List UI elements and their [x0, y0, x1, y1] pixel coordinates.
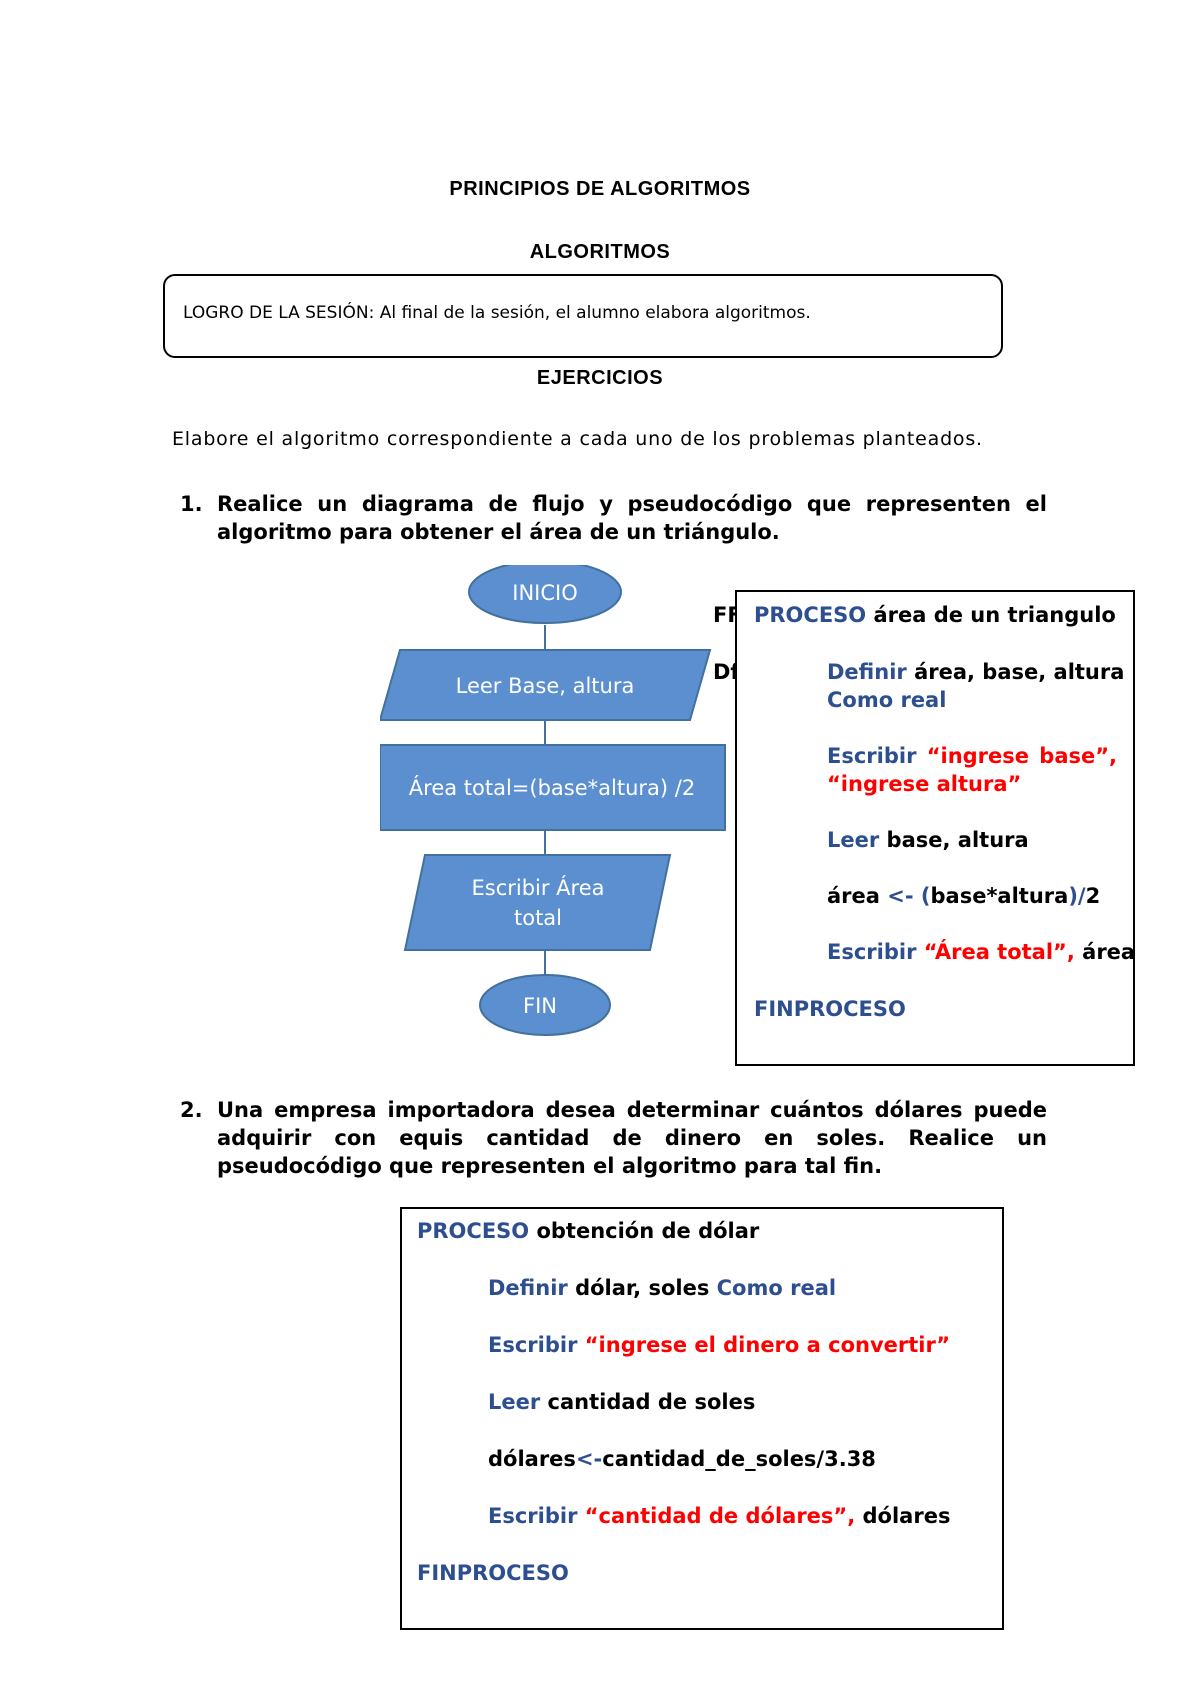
- intro-text: Elabore el algoritmo correspondiente a c…: [172, 428, 983, 450]
- pseudo1-escribir-str2: “ingrese altura”: [827, 772, 1022, 796]
- pseudo1-leer-line: Leer base, altura: [827, 828, 1029, 852]
- variables: área, base, altura: [914, 660, 1125, 684]
- logro-text: LOGRO DE LA SESIÓN: Al final de la sesió…: [183, 303, 811, 323]
- string: “ingrese base”,: [926, 744, 1118, 768]
- paren: )/: [1068, 884, 1086, 908]
- keyword: PROCESO: [417, 1219, 530, 1243]
- pseudocode-box-2: PROCESO obtención de dólar Definir dólar…: [400, 1207, 1004, 1630]
- flowchart-end: [479, 974, 611, 1036]
- page-subtitle: ALGORITMOS: [529, 241, 671, 263]
- process-name: área de un triangulo: [873, 603, 1116, 627]
- variables: base, altura: [886, 828, 1029, 852]
- keyword: Leer: [488, 1390, 541, 1414]
- string: “cantidad de dólares”,: [584, 1504, 856, 1528]
- variable: área: [1082, 940, 1136, 964]
- keyword: Escribir: [488, 1504, 578, 1528]
- pseudo2-escribir-line: Escribir “ingrese el dinero a convertir”: [488, 1333, 950, 1357]
- pseudo2-proceso-line: PROCESO obtención de dólar: [417, 1219, 759, 1243]
- variables: dólar, soles: [575, 1276, 710, 1300]
- divisor: 2: [1085, 884, 1101, 908]
- flowchart-end-label: FIN: [523, 994, 557, 1018]
- keyword: Leer: [827, 828, 880, 852]
- flowchart: INICIO Leer Base, altura Área total=(bas…: [380, 565, 726, 1036]
- pseudo1-escribir2-line: Escribir “Área total”, área: [827, 940, 1135, 964]
- pseudocode-box-1: PROCESO área de un triangulo Definir áre…: [735, 590, 1135, 1066]
- flowchart-process: [380, 744, 726, 831]
- paren: (: [920, 884, 931, 908]
- type: Como real: [716, 1276, 837, 1300]
- keyword: Definir: [488, 1276, 568, 1300]
- operator: <-: [887, 884, 914, 908]
- flowchart-process-label: Área total=(base*altura) /2: [409, 775, 695, 800]
- page-title: PRINCIPIOS DE ALGORITMOS: [449, 178, 751, 200]
- exercise1-text: Realice un diagrama de flujo y pseudocód…: [217, 492, 1047, 544]
- pseudo2-assign-line: dólares<-cantidad_de_soles/3.38: [488, 1447, 876, 1471]
- exercise1-number: 1.: [180, 492, 203, 516]
- pseudo1-definir-line: Definir área, base, altura: [827, 660, 1124, 684]
- logro-box: [163, 274, 1003, 358]
- variable: dólares: [862, 1504, 951, 1528]
- string: “ingrese el dinero a convertir”: [584, 1333, 951, 1357]
- string: “Área total”,: [923, 940, 1075, 964]
- operator: <-: [575, 1447, 603, 1471]
- expression: base*altura: [930, 884, 1069, 908]
- flowchart-start: [468, 565, 622, 624]
- keyword: Escribir: [488, 1333, 578, 1357]
- flowchart-input: [380, 649, 712, 721]
- pseudo2-escribir2-line: Escribir “cantidad de dólares”, dólares: [488, 1504, 950, 1528]
- keyword: Escribir: [827, 744, 917, 768]
- flowchart-start-label: INICIO: [512, 581, 577, 605]
- exercise2-text: Una empresa importadora desea determinar…: [217, 1098, 1047, 1178]
- process-name: obtención de dólar: [536, 1219, 760, 1243]
- variables: cantidad de soles: [547, 1390, 756, 1414]
- pseudo2-leer-line: Leer cantidad de soles: [488, 1390, 755, 1414]
- pseudo1-como-real: Como real: [827, 688, 947, 712]
- variable: área: [827, 884, 880, 908]
- pseudo1-assign-line: área <- (base*altura)/2: [827, 884, 1100, 908]
- expression: cantidad_de_soles/3.38: [602, 1447, 876, 1471]
- flowchart-output-label-1: Escribir Área: [471, 875, 604, 900]
- pseudo1-finproceso: FINPROCESO: [754, 997, 906, 1021]
- pseudo1-escribir-line: Escribir “ingrese base”,: [827, 744, 1117, 768]
- section-title: EJERCICIOS: [536, 367, 664, 389]
- pseudo1-proceso-line: PROCESO área de un triangulo: [754, 603, 1116, 627]
- pseudo2-finproceso: FINPROCESO: [417, 1561, 569, 1585]
- exercise2-number: 2.: [180, 1098, 203, 1122]
- variable: dólares: [488, 1447, 576, 1471]
- keyword: Escribir: [827, 940, 917, 964]
- flowchart-output: [403, 854, 672, 951]
- keyword: PROCESO: [754, 603, 867, 627]
- flowchart-input-label: Leer Base, altura: [456, 674, 635, 698]
- pseudo2-definir-line: Definir dólar, soles Como real: [488, 1276, 836, 1300]
- flowchart-output-label-2: total: [514, 906, 562, 930]
- keyword: Definir: [827, 660, 907, 684]
